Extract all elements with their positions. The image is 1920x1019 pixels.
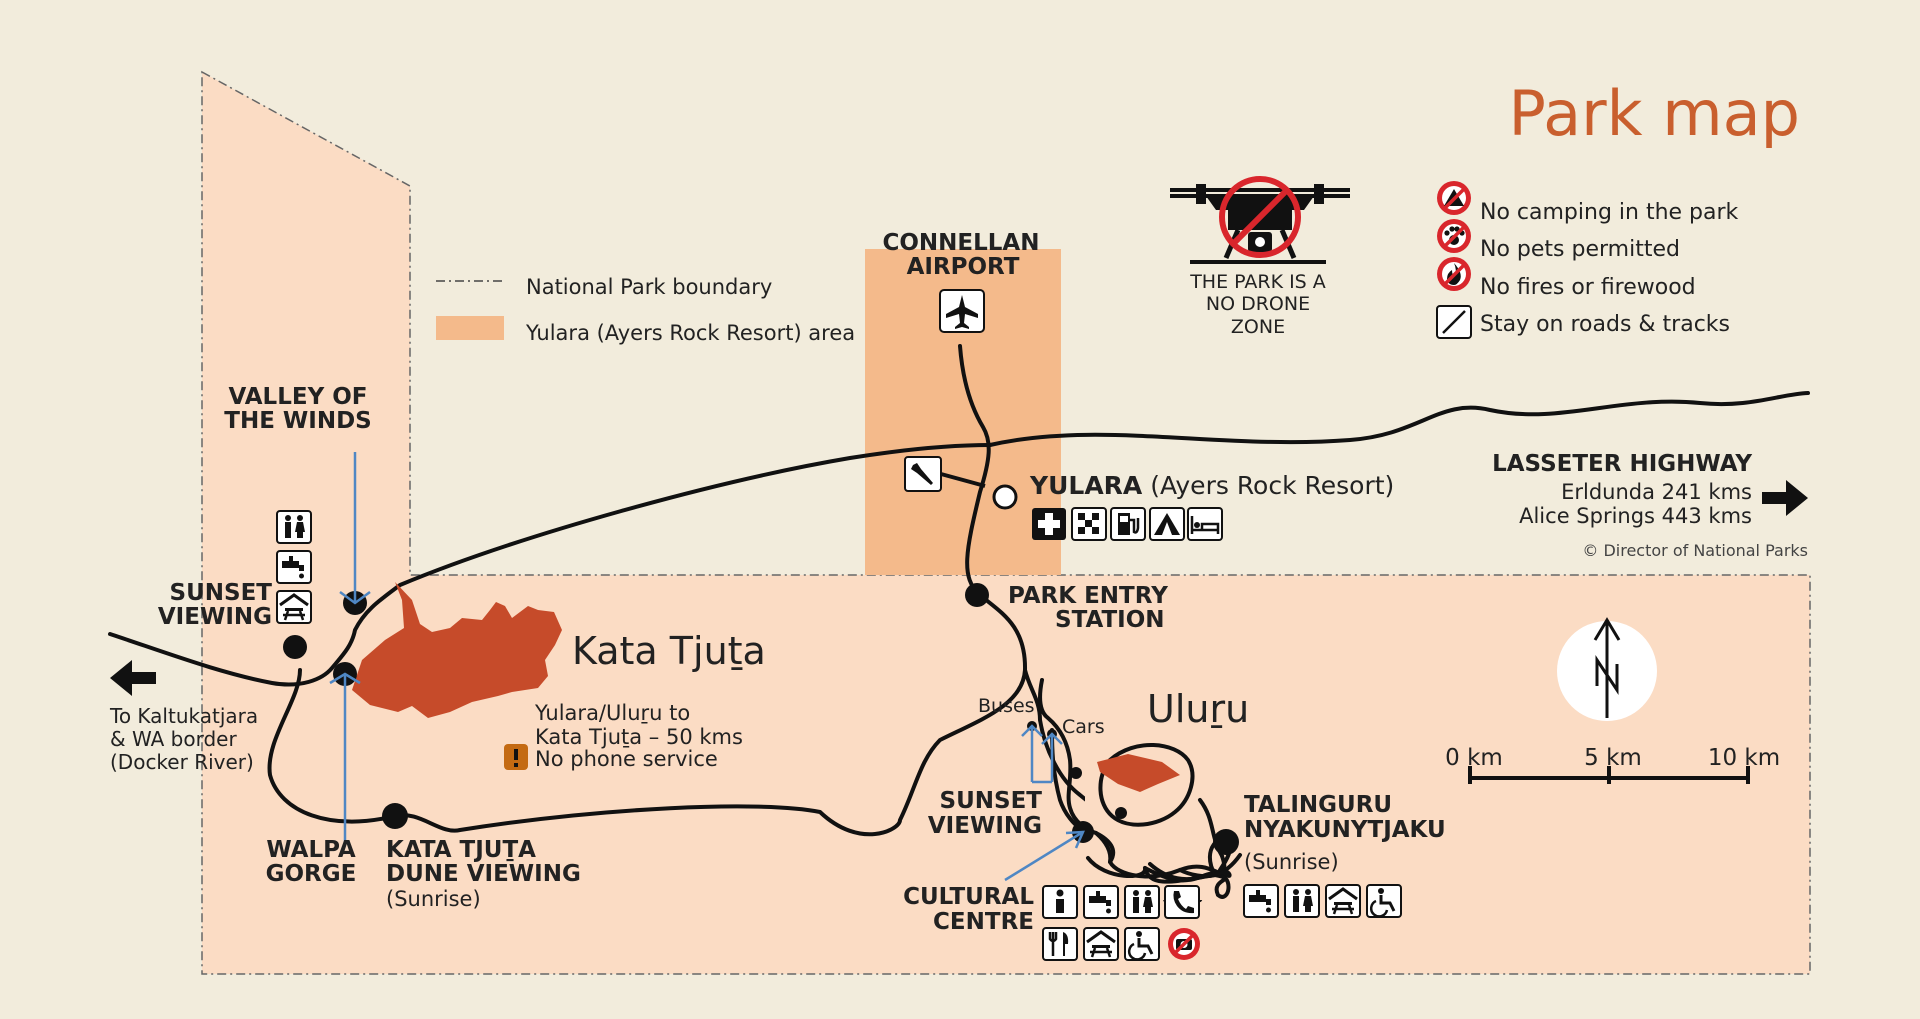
- water-tap-icon: [276, 550, 312, 584]
- copyright: © Director of National Parks: [1582, 541, 1808, 560]
- bed-icon: [1186, 506, 1224, 542]
- no-camping-icon: [1437, 181, 1471, 215]
- uluru-west-dot: [1070, 767, 1082, 779]
- park-entry-label-1: PARK ENTRY: [1008, 583, 1168, 609]
- park-entry-label-2: STATION: [1055, 607, 1165, 633]
- kata-tjuta-rock: [352, 582, 562, 718]
- north-arrow-icon: [1557, 617, 1657, 721]
- no-drone-icon: [1170, 176, 1350, 264]
- sunset-viewing-kt-dot: [283, 635, 307, 659]
- toilets-icon: [1284, 884, 1320, 918]
- no-fires-icon: [1437, 257, 1471, 291]
- arrow-left-icon: [110, 660, 156, 696]
- scale-label-5: 5 km: [1584, 745, 1642, 771]
- yulara-label: YULARA (Ayers Rock Resort): [1029, 471, 1394, 500]
- drone-text-1: THE PARK IS A: [1189, 271, 1326, 293]
- uluru-north-dot: [1115, 807, 1127, 819]
- rule-pets: No pets permitted: [1480, 237, 1680, 262]
- dune-label-1: KATA TJUṮA: [386, 837, 536, 863]
- toilets-icon: [1124, 885, 1160, 919]
- water-tap-icon: [1243, 884, 1279, 918]
- airport-label-2: AIRPORT: [907, 254, 1020, 280]
- highway-label: LASSETER HIGHWAY: [1492, 451, 1752, 477]
- valley-label-1: VALLEY OF: [229, 384, 368, 410]
- drone-text-2: NO DRONE: [1206, 293, 1310, 315]
- legend-resort-label: Yulara (Ayers Rock Resort) area: [525, 321, 855, 345]
- talinguru-label-3: (Sunrise): [1244, 850, 1339, 874]
- airport-icon: [939, 289, 985, 333]
- workshop-road: [940, 472, 986, 488]
- sunset-kt-label-1: SUNSET: [170, 580, 273, 606]
- highway-alice: Alice Springs 443 kms: [1519, 504, 1752, 528]
- fuel-icon: [1109, 506, 1147, 542]
- kt-distance-1: Yulara/Uluṟu to: [534, 701, 690, 725]
- camping-icon: [1149, 507, 1185, 541]
- sunset-uluru-label-2: VIEWING: [928, 813, 1042, 839]
- airport-label-1: CONNELLAN: [882, 230, 1039, 256]
- kata-tjuta-label: Kata Tjuṯa: [572, 629, 766, 673]
- water-tap-icon: [1083, 885, 1119, 919]
- warning-icon: [504, 744, 528, 770]
- walpa-label-1: WALPA: [266, 837, 356, 863]
- pointer-lines: [329, 452, 1085, 882]
- picnic-shelter-icon: [1082, 926, 1120, 962]
- walpa-label-2: GORGE: [266, 861, 357, 887]
- stay-on-roads-icon: [1436, 305, 1472, 339]
- sunset-kt-label-2: VIEWING: [158, 604, 272, 630]
- drone-text-3: ZONE: [1231, 316, 1285, 338]
- talinguru-label-1: TALINGURU: [1244, 792, 1392, 818]
- uluru-label: Uluṟu: [1147, 687, 1249, 731]
- restaurant-icon: [1041, 926, 1079, 962]
- yulara-dot: [992, 484, 1018, 510]
- no-pets-icon: [1437, 219, 1471, 253]
- toilets-icon: [276, 510, 312, 544]
- talinguru-dot: [1213, 829, 1239, 855]
- page-title: Park map: [1509, 77, 1800, 150]
- legend-boundary-label: National Park boundary: [526, 275, 772, 299]
- dune-label-3: (Sunrise): [386, 887, 481, 911]
- highway-erldunda: Erldunda 241 kms: [1561, 480, 1752, 504]
- wheelchair-icon: [1123, 926, 1161, 962]
- kaltukatjara-1: To Kaltukatjara: [109, 704, 258, 728]
- info-icon: [1042, 885, 1078, 919]
- talinguru-label-2: NYAKUNYTJAKU: [1244, 817, 1446, 843]
- wheelchair-icon: [1365, 883, 1403, 919]
- sunset-uluru-label-1: SUNSET: [940, 788, 1043, 814]
- scale-bar: [1468, 766, 1750, 784]
- rule-camping: No camping in the park: [1480, 200, 1739, 225]
- legend-resort-swatch: [436, 316, 504, 340]
- rule-roads: Stay on roads & tracks: [1480, 312, 1730, 337]
- phone-icon: [1164, 885, 1200, 919]
- scale-label-10: 10 km: [1708, 745, 1780, 771]
- cultural-label-2: CENTRE: [933, 909, 1034, 935]
- kaltukatjara-2: & WA border: [110, 727, 237, 751]
- first-aid-icon: [1032, 508, 1066, 540]
- park-entry-dot: [965, 583, 989, 607]
- workshop-icon: [904, 456, 942, 492]
- kaltukatjara-3: (Docker River): [110, 750, 254, 774]
- talinguru-road-final: [1148, 862, 1232, 882]
- dune-viewing-dot: [382, 803, 408, 829]
- valley-label-2: THE WINDS: [224, 408, 372, 434]
- scale-label-0: 0 km: [1445, 745, 1503, 771]
- no-photo-icon: [1166, 926, 1202, 962]
- dune-label-2: DUNE VIEWING: [386, 861, 581, 887]
- kt-distance-2: Kata Tjuṯa – 50 kms: [535, 725, 743, 749]
- picnic-shelter-icon: [1324, 883, 1362, 919]
- buses-label: Buses: [978, 695, 1035, 717]
- picnic-shelter-icon: [275, 589, 313, 625]
- kt-phone: No phone service: [535, 747, 718, 771]
- cars-label: Cars: [1062, 716, 1105, 738]
- arrow-right-icon: [1762, 480, 1808, 516]
- rule-fires: No fires or firewood: [1480, 275, 1696, 300]
- cultural-label-1: CULTURAL: [903, 884, 1034, 910]
- uluru-rock: [1097, 754, 1180, 792]
- park-boundary-area: [201, 70, 1811, 975]
- checkered-flag-icon: [1071, 507, 1107, 541]
